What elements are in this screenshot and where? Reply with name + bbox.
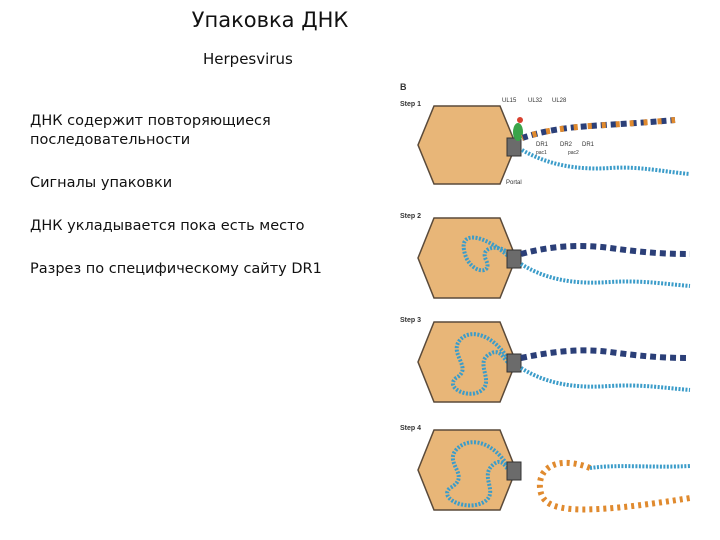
pac2-label: pac2 bbox=[568, 150, 579, 156]
packaged-dna-step-4 bbox=[445, 440, 512, 508]
portal-label: Portal bbox=[506, 180, 522, 186]
site-dr2: DR2 bbox=[560, 142, 573, 148]
site-dr1-a: DR1 bbox=[536, 142, 549, 148]
portal-step-3 bbox=[506, 353, 522, 373]
cleaved-dna-loop-step-4 bbox=[536, 459, 691, 513]
slide-title: Упаковка ДНК bbox=[191, 8, 349, 32]
packaging-diagram: B Step 1 UL15 UL32 UL28 DR1 DR2 DR1 pac1… bbox=[390, 78, 710, 540]
terminase-green-step-1 bbox=[513, 123, 523, 141]
packaged-dna-step-3 bbox=[451, 332, 512, 396]
step-2: Step 2 bbox=[400, 213, 691, 299]
site-dr1-b: DR1 bbox=[582, 142, 595, 148]
packaging-diagram-svg: B Step 1 UL15 UL32 UL28 DR1 DR2 DR1 pac1… bbox=[400, 82, 691, 513]
protein-ul28: UL28 bbox=[552, 98, 567, 104]
free-dna-step-2 bbox=[519, 262, 691, 288]
protein-ul32: UL32 bbox=[528, 98, 543, 104]
free-dna-step-3 bbox=[519, 366, 691, 392]
bullet-repeats: ДНК содержит повторяющиеся последователь… bbox=[30, 113, 271, 148]
free-dna-step-1 bbox=[521, 148, 691, 176]
capsid-step-3 bbox=[417, 321, 517, 403]
slide-subtitle: Herpesvirus bbox=[203, 50, 293, 68]
segmented-dna-step-3 bbox=[520, 347, 691, 361]
bullet-fill: ДНК укладывается пока есть место bbox=[30, 218, 305, 234]
portal-step-4 bbox=[506, 461, 522, 481]
packaged-dna-step-2 bbox=[461, 235, 512, 273]
capsid-step-2 bbox=[417, 217, 517, 299]
step-2-label: Step 2 bbox=[400, 213, 421, 220]
bullet-cut: Разрез по специфическому сайту DR1 bbox=[30, 261, 322, 277]
step-1-label: Step 1 bbox=[400, 101, 421, 108]
terminase-red-step-1 bbox=[517, 117, 523, 123]
capsid-step-1 bbox=[417, 105, 517, 185]
panel-label: B bbox=[400, 82, 407, 92]
bullet-list: ДНК содержит повторяющиеся последователь… bbox=[30, 112, 400, 303]
step-4: Step 4 bbox=[400, 425, 691, 513]
pac1-label: pac1 bbox=[536, 150, 547, 156]
capsid-step-4 bbox=[417, 429, 517, 511]
segmented-dna-overlay-step-1 bbox=[521, 117, 676, 141]
free-dna-step-4 bbox=[589, 464, 691, 470]
protein-ul15: UL15 bbox=[502, 98, 517, 104]
step-3: Step 3 bbox=[400, 317, 691, 403]
portal-step-2 bbox=[506, 249, 522, 269]
step-3-label: Step 3 bbox=[400, 317, 421, 324]
segmented-dna-step-1 bbox=[521, 117, 676, 141]
segmented-dna-step-2 bbox=[520, 243, 691, 257]
portal-step-1 bbox=[506, 137, 522, 157]
step-1: Step 1 UL15 UL32 UL28 DR1 DR2 DR1 pac1 p… bbox=[400, 98, 691, 186]
bullet-signals: Сигналы упаковки bbox=[30, 175, 173, 191]
step-4-label: Step 4 bbox=[400, 425, 421, 432]
